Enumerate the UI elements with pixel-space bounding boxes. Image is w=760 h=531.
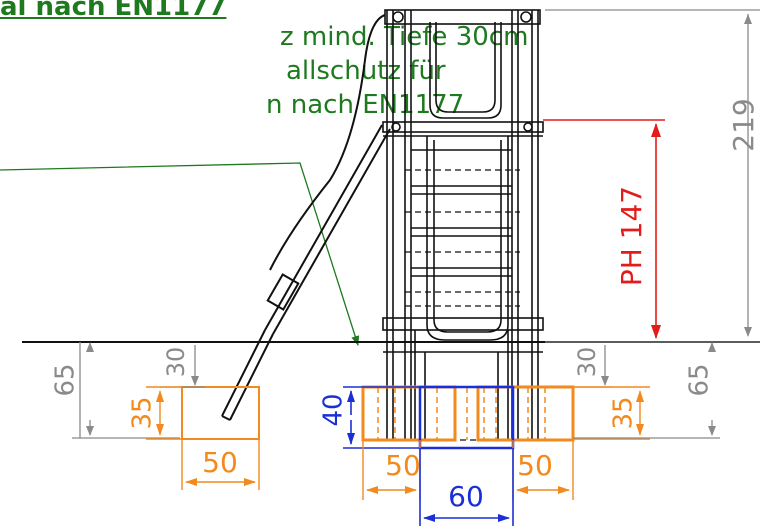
dim-center-60	[419, 448, 514, 526]
tower-structure	[382, 9, 544, 440]
label-center-50-left: 50	[385, 449, 421, 482]
label-center-50-right: 50	[517, 449, 553, 482]
label-center-40: 40	[319, 393, 349, 426]
dim-total-height	[545, 9, 760, 343]
label-center-60: 60	[448, 480, 484, 513]
dim-right-35	[573, 386, 650, 440]
label-219: 219	[727, 98, 760, 151]
center-blue-foundation	[418, 385, 515, 450]
dim-right-65	[573, 342, 720, 439]
label-left-50: 50	[202, 446, 238, 479]
diagonal-ladder	[221, 124, 391, 421]
label-left-30: 30	[162, 347, 190, 378]
label-left-65: 65	[51, 363, 81, 396]
note-title: al nach EN1177	[0, 0, 227, 22]
note-leader	[0, 162, 360, 346]
label-right-35: 35	[609, 396, 639, 429]
dim-left-35	[146, 386, 182, 440]
dim-fall-height	[543, 119, 665, 339]
dim-left-50	[181, 439, 260, 490]
label-left-35: 35	[128, 396, 158, 429]
note-line-3: n nach EN1177	[266, 90, 465, 120]
label-ph: PH 147	[615, 186, 648, 286]
dim-center-40	[343, 386, 420, 449]
dim-left-65	[72, 342, 180, 439]
hidden-lines	[405, 169, 520, 441]
center-foundations	[361, 385, 575, 450]
label-right-30: 30	[573, 347, 601, 378]
left-foundation	[181, 386, 260, 440]
hose	[269, 14, 386, 271]
label-right-65: 65	[685, 363, 715, 396]
